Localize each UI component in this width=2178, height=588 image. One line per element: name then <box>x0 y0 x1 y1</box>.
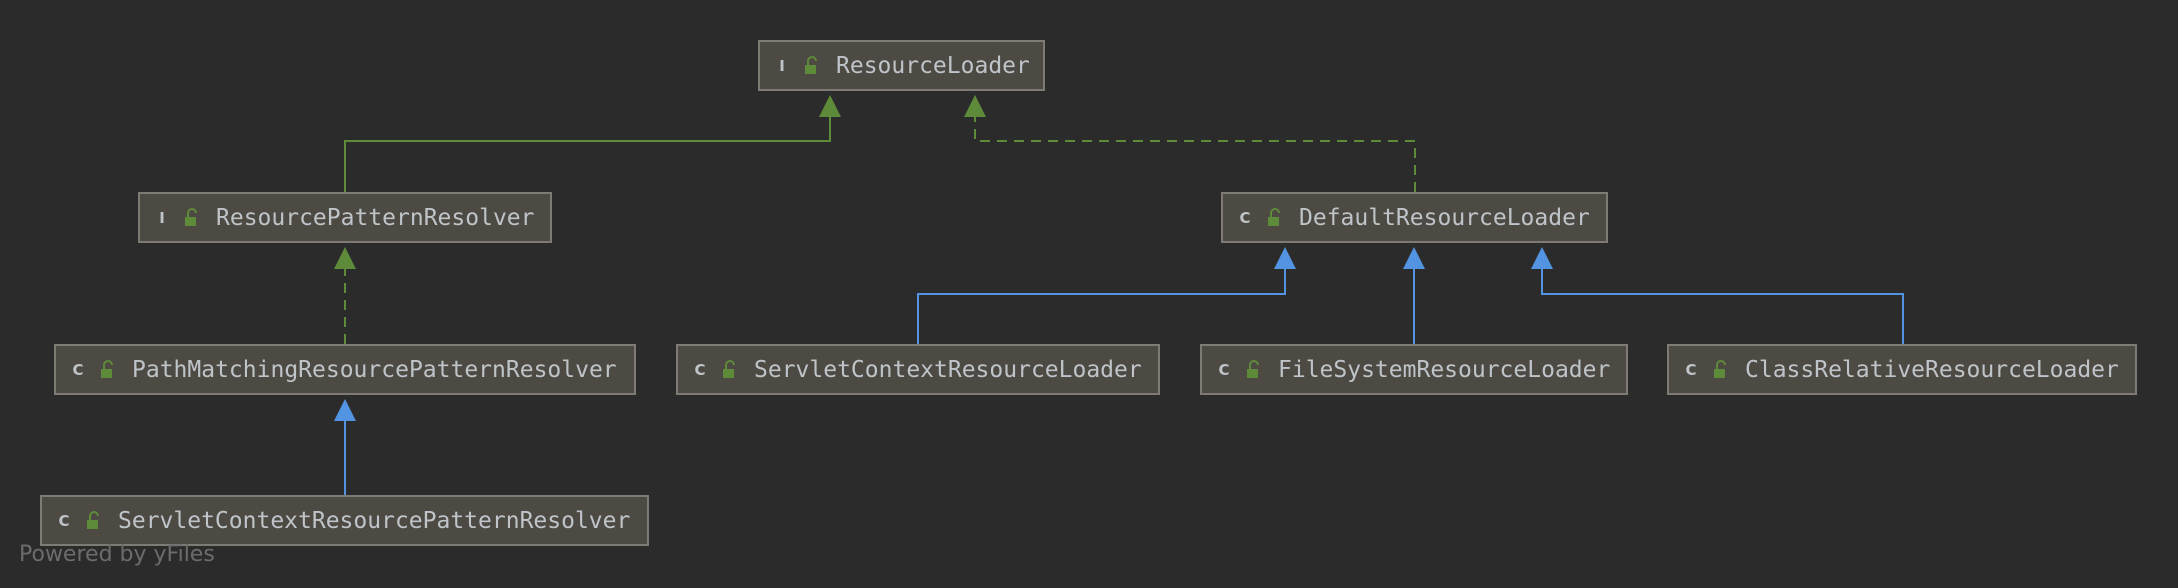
arrowhead <box>1274 247 1296 269</box>
class-icon: C <box>1239 208 1251 227</box>
edge-implements <box>964 95 1416 192</box>
edge-extends <box>334 399 356 495</box>
arrowhead <box>1531 247 1553 269</box>
edge-implements <box>334 247 356 344</box>
unlock-icon <box>805 55 817 74</box>
class-icon: C <box>694 360 706 379</box>
node-label: ServletContextResourcePatternResolver <box>118 507 631 534</box>
unlock-icon <box>1247 359 1259 378</box>
edge-extends <box>1531 247 1904 344</box>
node-path-matching-resource-pattern-resolver[interactable]: C PathMatchingResourcePatternResolver <box>54 344 636 395</box>
node-servlet-context-resource-pattern-resolver[interactable]: C ServletContextResourcePatternResolver <box>40 495 649 546</box>
node-default-resource-loader[interactable]: C DefaultResourceLoader <box>1221 192 1608 243</box>
arrowhead <box>334 247 356 269</box>
node-label: ResourcePatternResolver <box>216 204 535 231</box>
arrowhead <box>819 95 841 117</box>
unlock-icon <box>1268 207 1280 226</box>
interface-icon: I <box>159 208 165 227</box>
class-icon: C <box>1218 360 1230 379</box>
edge-extends-interface <box>344 95 841 192</box>
class-icon: C <box>72 360 84 379</box>
edge-extends <box>1403 247 1425 344</box>
class-icon: C <box>1685 360 1697 379</box>
arrowhead <box>964 95 986 117</box>
node-resource-loader[interactable]: I ResourceLoader <box>758 40 1045 91</box>
node-label: PathMatchingResourcePatternResolver <box>132 356 617 383</box>
unlock-icon <box>723 359 735 378</box>
node-resource-pattern-resolver[interactable]: I ResourcePatternResolver <box>138 192 552 243</box>
node-label: DefaultResourceLoader <box>1299 204 1590 231</box>
powered-by-footer: Powered by yFiles <box>19 542 215 567</box>
node-label: ServletContextResourceLoader <box>754 356 1142 383</box>
unlock-icon <box>185 207 197 226</box>
class-icon: C <box>58 511 70 530</box>
node-file-system-resource-loader[interactable]: C FileSystemResourceLoader <box>1200 344 1628 395</box>
node-label: FileSystemResourceLoader <box>1278 356 1611 383</box>
unlock-icon <box>87 510 99 529</box>
edge-extends <box>917 247 1296 344</box>
node-servlet-context-resource-loader[interactable]: C ServletContextResourceLoader <box>676 344 1160 395</box>
interface-icon: I <box>779 56 785 75</box>
unlock-icon <box>101 359 113 378</box>
unlock-icon <box>1714 359 1726 378</box>
arrowhead <box>334 399 356 421</box>
node-label: ClassRelativeResourceLoader <box>1745 356 2119 383</box>
arrowhead <box>1403 247 1425 269</box>
node-class-relative-resource-loader[interactable]: C ClassRelativeResourceLoader <box>1667 344 2137 395</box>
node-label: ResourceLoader <box>836 52 1030 79</box>
